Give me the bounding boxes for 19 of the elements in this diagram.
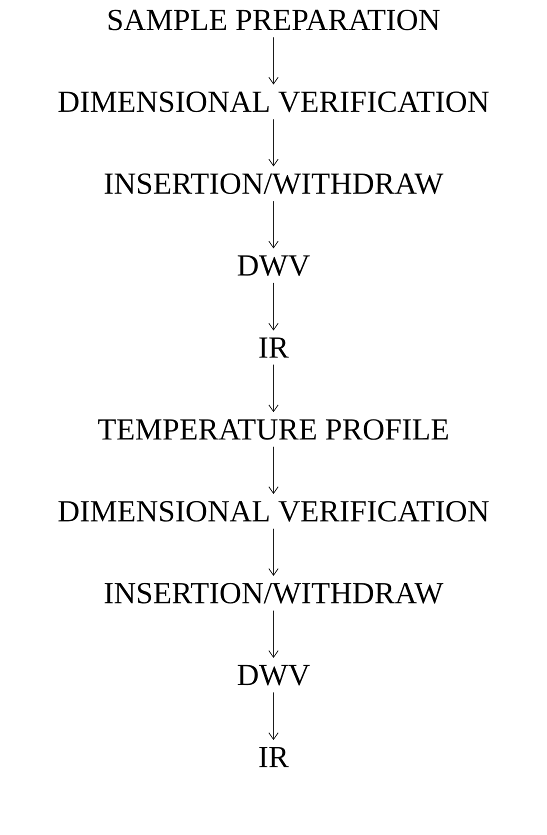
step-label: DIMENSIONAL VERIFICATION [58, 501, 489, 522]
arrow [268, 528, 279, 576]
arrow [268, 282, 279, 331]
step-label: INSERTION/WITHDRAW [104, 582, 444, 604]
step-label: DWV [238, 255, 310, 276]
arrow [268, 610, 279, 658]
step-label: SAMPLE PREPARATION [108, 10, 440, 30]
step-label: IR [259, 338, 289, 358]
step-label: DWV [238, 664, 310, 686]
step-label: INSERTION/WITHDRAW [104, 173, 444, 194]
arrow [268, 364, 279, 412]
arrow [268, 118, 279, 166]
arrow [268, 36, 279, 85]
arrow [268, 692, 279, 740]
arrow [268, 200, 279, 248]
step-label: TEMPERATURE PROFILE [98, 419, 448, 440]
step-label: DIMENSIONAL VERIFICATION [58, 92, 489, 112]
arrow [268, 446, 279, 494]
step-label: IR [259, 747, 289, 768]
